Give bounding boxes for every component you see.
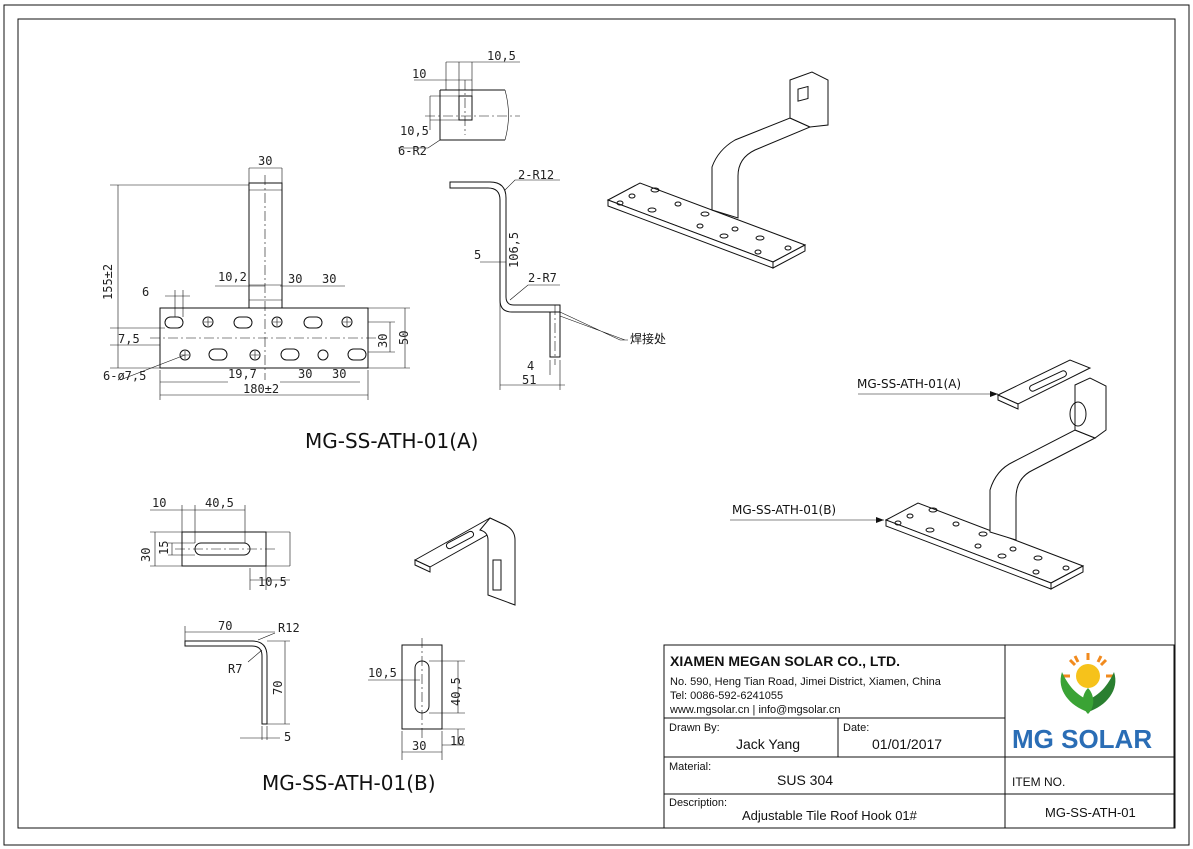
- dim-front-180: 180±2: [243, 382, 279, 396]
- weld-note: 焊接处: [630, 331, 666, 346]
- side-view-a: 2-R12 5 106,5 2-R7 4 51 焊接处: [449, 168, 666, 390]
- view-b-plate: 10 40,5 30 15 10,5: [139, 496, 291, 590]
- dim-front-7-5: 7,5: [118, 332, 140, 346]
- dim-b-r12: R12: [278, 621, 300, 635]
- dim-front-30-a: 30: [288, 272, 302, 286]
- item-no-value: MG-SS-ATH-01: [1045, 805, 1136, 820]
- dim-b-70-v: 70: [271, 681, 285, 695]
- dim-front-10-2: 10,2: [218, 270, 247, 284]
- drawn-by-value: Jack Yang: [736, 736, 800, 752]
- dim-side-5: 5: [474, 248, 481, 262]
- iso-view-assembled: MG-SS-ATH-01(A) MG-SS-ATH-01(B): [730, 359, 1107, 590]
- dim-10-5-side: 10,5: [400, 124, 429, 138]
- date-value: 01/01/2017: [872, 736, 942, 752]
- dim-b-10: 10: [152, 496, 166, 510]
- date-label: Date:: [843, 722, 869, 734]
- view-a-title: MG-SS-ATH-01(A): [305, 429, 478, 453]
- view-b-iso: [413, 517, 516, 606]
- dim-front-30-h: 30: [376, 334, 390, 348]
- iso-view-a: [606, 71, 829, 269]
- dim-6-r2: 6-R2: [398, 144, 427, 158]
- dim-side-106-5: 106,5: [507, 232, 521, 268]
- dim-10-5: 10,5: [487, 49, 516, 63]
- leaf-icon: [1060, 672, 1116, 714]
- dim-front-30-c: 30: [298, 367, 312, 381]
- dim-side-51: 51: [522, 373, 536, 387]
- dim-b-40-5: 40,5: [205, 496, 234, 510]
- view-b-bent: 70 R12 R7 70 5: [184, 619, 300, 744]
- dim-b-30-end: 30: [412, 739, 426, 753]
- outer-frame: [3, 4, 1190, 846]
- material-label: Material:: [669, 761, 711, 773]
- sun-icon: [1063, 653, 1113, 688]
- company-address: No. 590, Heng Tian Road, Jimei District,…: [670, 676, 942, 688]
- slot-detail-view: 10 10,5 10,5 6-R2: [398, 49, 520, 158]
- dim-b-40-5-end: 40,5: [449, 677, 463, 706]
- dim-front-50: 50: [397, 331, 411, 345]
- logo-text: MG SOLAR: [1012, 724, 1152, 754]
- dim-side-2-r7: 2-R7: [528, 271, 557, 285]
- view-b-title: MG-SS-ATH-01(B): [262, 771, 436, 795]
- dim-b-r7: R7: [228, 662, 242, 676]
- drawn-by-label: Drawn By:: [669, 722, 720, 734]
- dim-b-30: 30: [139, 548, 153, 562]
- company-name: XIAMEN MEGAN SOLAR CO., LTD.: [670, 653, 900, 669]
- description-label: Description:: [669, 797, 727, 809]
- mg-solar-logo: MG SOLAR: [1012, 653, 1152, 754]
- dim-front-155: 155±2: [101, 264, 115, 300]
- dim-b-5: 5: [284, 730, 291, 744]
- dim-side-4: 4: [527, 359, 534, 373]
- dim-10: 10: [412, 67, 426, 81]
- dim-b-10-5-end: 10,5: [368, 666, 397, 680]
- dim-front-30-d: 30: [332, 367, 346, 381]
- dim-front-30-b: 30: [322, 272, 336, 286]
- view-b-end: 10,5 40,5 30 10: [368, 638, 465, 760]
- dim-b-10-5: 10,5: [258, 575, 287, 589]
- dim-b-15: 15: [157, 541, 171, 555]
- dim-front-19-7: 19,7: [228, 367, 257, 381]
- company-web: www.mgsolar.cn | info@mgsolar.cn: [669, 704, 841, 716]
- callout-b: MG-SS-ATH-01(B): [732, 503, 836, 517]
- title-block: XIAMEN MEGAN SOLAR CO., LTD. No. 590, He…: [663, 644, 1175, 829]
- dim-b-10-end: 10: [450, 734, 464, 748]
- callout-a: MG-SS-ATH-01(A): [857, 377, 961, 391]
- dim-b-70-h: 70: [218, 619, 232, 633]
- dim-front-hole: 6-ø7,5: [103, 369, 146, 383]
- item-no-label: ITEM NO.: [1012, 775, 1065, 789]
- dim-front-30: 30: [258, 154, 272, 168]
- description-value: Adjustable Tile Roof Hook 01#: [742, 808, 918, 823]
- dim-front-6: 6: [142, 285, 149, 299]
- company-tel: Tel: 0086-592-6241055: [670, 690, 783, 702]
- material-value: SUS 304: [777, 772, 833, 788]
- front-view-a: 30 155±2 6 7,5 10,2 30 30 30 50 6-ø7,5 1…: [101, 154, 411, 400]
- dim-side-2-r12: 2-R12: [518, 168, 554, 182]
- inner-frame: [17, 18, 1176, 829]
